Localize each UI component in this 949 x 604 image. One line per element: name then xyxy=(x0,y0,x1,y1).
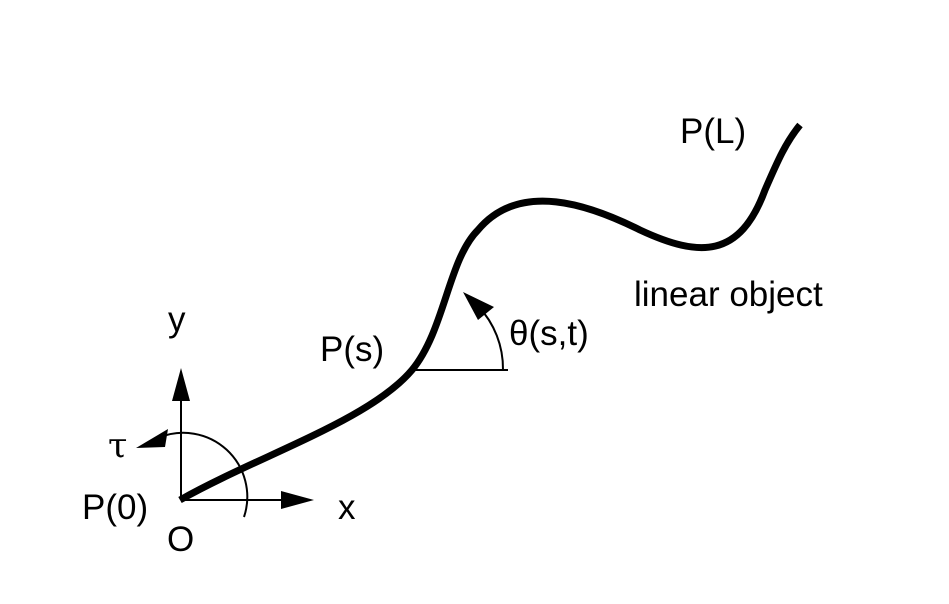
angle-label: θ(s,t) xyxy=(509,314,589,353)
end-point-label: P(L) xyxy=(680,112,746,151)
linear-object-curve xyxy=(178,122,803,504)
y-axis-arrowhead xyxy=(172,368,190,401)
x-axis-arrowhead xyxy=(281,491,314,509)
x-axis-label: x xyxy=(338,488,356,527)
mid-point-label: P(s) xyxy=(320,330,384,369)
linear-object-label: linear object xyxy=(634,275,823,314)
y-axis-label: y xyxy=(168,300,186,339)
origin-label: O xyxy=(167,520,194,559)
angle-arrowhead xyxy=(463,292,494,320)
start-point-label: P(0) xyxy=(82,488,148,527)
torque-arc xyxy=(157,431,249,518)
torque-label: τ xyxy=(108,426,127,466)
torque-arrowhead xyxy=(136,429,168,448)
